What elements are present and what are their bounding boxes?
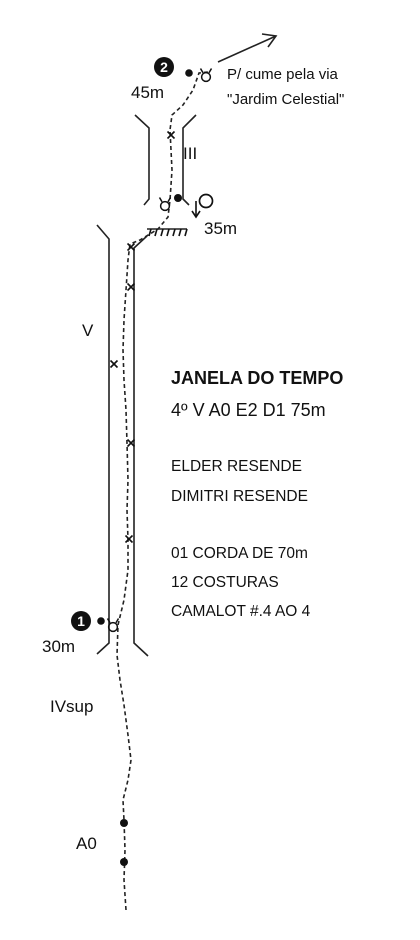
belay-bolt-icon bbox=[158, 197, 172, 212]
aid-bolt-icon bbox=[120, 819, 128, 866]
mid-station-height: 35m bbox=[204, 219, 237, 238]
mid-station bbox=[158, 193, 214, 219]
grade-main-pitch: V bbox=[82, 321, 94, 340]
route-grade: 4º V A0 E2 D1 75m bbox=[171, 400, 326, 420]
grade-top-pitch: III bbox=[183, 144, 197, 163]
grade-aid-section: A0 bbox=[76, 834, 97, 853]
belay-marker-badge bbox=[71, 611, 91, 631]
belay-1-height: 30m bbox=[42, 637, 75, 656]
author-1: ELDER RESENDE bbox=[171, 458, 302, 475]
belay-marker-badge bbox=[154, 57, 174, 77]
quickdraw-bolt-icon bbox=[109, 130, 176, 544]
gear-quickdraws: 12 COSTURAS bbox=[171, 574, 279, 591]
author-2: DIMITRI RESENDE bbox=[171, 488, 308, 505]
main-crack-walls bbox=[96, 224, 149, 657]
direction-arrow-icon bbox=[217, 33, 278, 63]
ledge-icon bbox=[147, 228, 188, 237]
upper-chimney-walls bbox=[134, 114, 197, 206]
route-info: JANELA DO TEMPO 4º V A0 E2 D1 75m ELDER … bbox=[171, 368, 343, 620]
rappel-ring-icon bbox=[191, 193, 214, 219]
belay-1-station: 1 bbox=[71, 611, 120, 633]
route-title: JANELA DO TEMPO bbox=[171, 368, 343, 388]
exit-note-line2: "Jardim Celestial" bbox=[227, 91, 344, 108]
exit-note-line1: P/ cume pela via bbox=[227, 66, 339, 83]
belay-2-station: 2 bbox=[154, 57, 213, 83]
grade-lower-section: IVsup bbox=[50, 697, 93, 716]
belay-bolt-icon bbox=[199, 68, 213, 83]
belay-bolt-icon bbox=[106, 618, 120, 633]
belay-2-number: 2 bbox=[160, 59, 168, 75]
belay-1-number: 1 bbox=[77, 613, 85, 629]
gear-camalots: CAMALOT #.4 AO 4 bbox=[171, 603, 311, 620]
belay-2-height: 45m bbox=[131, 83, 164, 102]
gear-rope: 01 CORDA DE 70m bbox=[171, 545, 308, 562]
route-line bbox=[116, 71, 209, 911]
